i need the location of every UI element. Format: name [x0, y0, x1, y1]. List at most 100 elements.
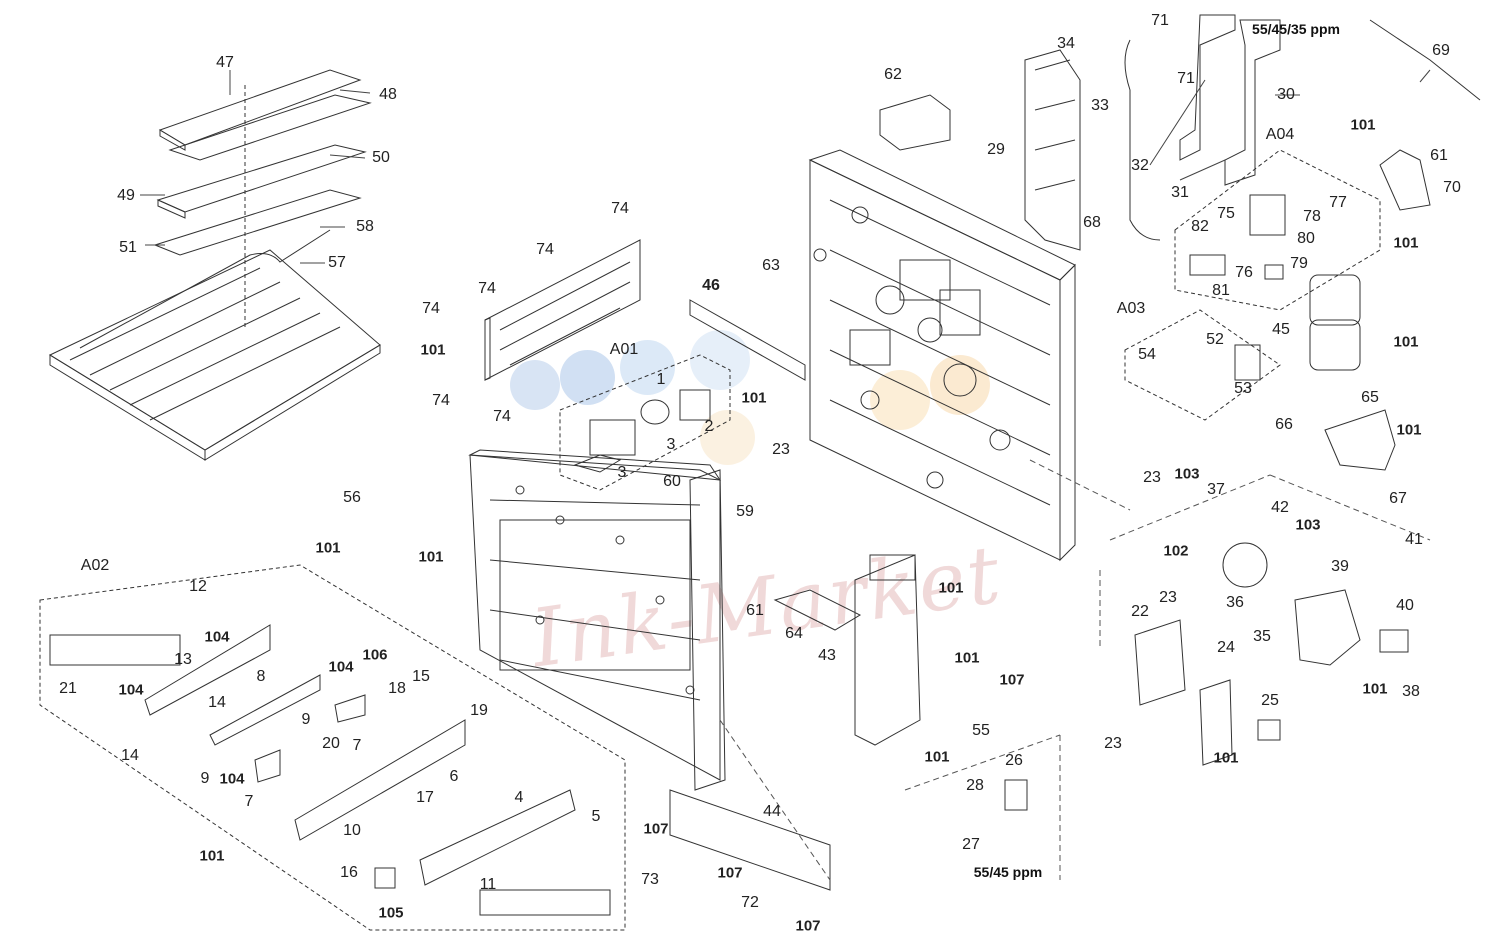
screw-label[interactable]: 101 [1350, 116, 1376, 134]
screw-label[interactable]: 101 [1213, 749, 1239, 767]
part-label[interactable]: 21 [59, 680, 77, 697]
screw-label[interactable]: 101 [199, 847, 225, 865]
screw-label[interactable]: 101 [420, 341, 446, 359]
part-label[interactable]: 23 [1143, 469, 1161, 486]
part-label[interactable]: 43 [818, 647, 836, 664]
screw-label[interactable]: 101 [741, 389, 767, 407]
part-label[interactable]: 58 [356, 218, 374, 235]
part-label[interactable]: 62 [884, 66, 902, 83]
screw-label[interactable]: 101 [418, 548, 444, 566]
part-label[interactable]: 18 [388, 680, 406, 697]
part-label[interactable]: 74 [422, 300, 440, 317]
part-label[interactable]: 17 [416, 789, 434, 806]
part-label[interactable]: 61 [1430, 147, 1448, 164]
part-label[interactable]: 44 [763, 803, 781, 820]
part-label[interactable]: 33 [1091, 97, 1109, 114]
part-label[interactable]: 23 [772, 441, 790, 458]
screw-label[interactable]: 102 [1163, 542, 1189, 560]
part-label[interactable]: 23 [1104, 735, 1122, 752]
part-label[interactable]: 60 [663, 473, 681, 490]
part-label[interactable]: 26 [1005, 752, 1023, 769]
part-label[interactable]: 61 [746, 602, 764, 619]
part-label[interactable]: 46 [702, 277, 720, 294]
part-label[interactable]: 12 [189, 578, 207, 595]
part-label[interactable]: 14 [208, 694, 226, 711]
part-label[interactable]: 74 [493, 408, 511, 425]
part-label[interactable]: 9 [200, 770, 210, 787]
part-label[interactable]: 57 [328, 254, 346, 271]
part-label[interactable]: 76 [1235, 264, 1253, 281]
part-label[interactable]: 80 [1297, 230, 1315, 247]
part-label[interactable]: 64 [785, 625, 803, 642]
part-label[interactable]: 79 [1290, 255, 1308, 272]
screw-label[interactable]: 107 [717, 864, 743, 882]
part-label[interactable]: 11 [479, 876, 497, 893]
part-label[interactable]: 23 [1159, 589, 1177, 606]
screw-label[interactable]: 101 [1393, 234, 1419, 252]
part-label[interactable]: 78 [1303, 208, 1321, 225]
screw-label[interactable]: 101 [954, 649, 980, 667]
screw-label[interactable]: 107 [643, 820, 669, 838]
part-label[interactable]: 2 [704, 418, 714, 435]
part-label[interactable]: 3 [666, 436, 676, 453]
part-label[interactable]: 13 [174, 651, 192, 668]
screw-label[interactable]: 101 [1362, 680, 1388, 698]
screw-label[interactable]: 104 [219, 770, 245, 788]
part-label[interactable]: 7 [352, 737, 362, 754]
part-label[interactable]: 71 [1151, 12, 1169, 29]
part-label[interactable]: 51 [119, 239, 137, 256]
part-label[interactable]: 70 [1443, 179, 1461, 196]
part-label[interactable]: 50 [372, 149, 390, 166]
screw-label[interactable]: 101 [1396, 421, 1422, 439]
screw-label[interactable]: 101 [924, 748, 950, 766]
part-label[interactable]: 28 [966, 777, 984, 794]
assembly-label-a02[interactable]: A02 [80, 557, 110, 574]
part-label[interactable]: 56 [343, 489, 361, 506]
part-label[interactable]: 22 [1131, 603, 1149, 620]
part-label[interactable]: 74 [536, 241, 554, 258]
part-label[interactable]: 77 [1329, 194, 1347, 211]
part-label[interactable]: 65 [1361, 389, 1379, 406]
part-label[interactable]: 45 [1272, 321, 1290, 338]
part-label[interactable]: 72 [741, 894, 759, 911]
part-label[interactable]: 9 [301, 711, 311, 728]
part-label[interactable]: 32 [1131, 157, 1149, 174]
screw-label[interactable]: 103 [1174, 465, 1200, 483]
part-label[interactable]: 42 [1271, 499, 1289, 516]
screw-label[interactable]: 107 [795, 917, 821, 935]
part-label[interactable]: 34 [1057, 35, 1075, 52]
part-label[interactable]: 67 [1389, 490, 1407, 507]
part-label[interactable]: 5 [591, 808, 601, 825]
part-label[interactable]: 35 [1253, 628, 1271, 645]
part-label[interactable]: 49 [117, 187, 135, 204]
part-label[interactable]: 55 [972, 722, 990, 739]
part-label[interactable]: 66 [1275, 416, 1293, 433]
part-label[interactable]: 20 [322, 735, 340, 752]
assembly-label-a03[interactable]: A03 [1116, 300, 1146, 317]
part-label[interactable]: 71 [1177, 70, 1195, 87]
screw-label[interactable]: 104 [204, 628, 230, 646]
part-label[interactable]: 59 [736, 503, 754, 520]
screw-label[interactable]: 101 [1393, 333, 1419, 351]
part-label[interactable]: 6 [449, 768, 459, 785]
part-label[interactable]: 8 [256, 668, 266, 685]
part-label[interactable]: 30 [1277, 86, 1295, 103]
part-label[interactable]: 16 [340, 864, 358, 881]
screw-label[interactable]: 104 [328, 658, 354, 676]
part-label[interactable]: 37 [1207, 481, 1225, 498]
part-label[interactable]: 38 [1402, 683, 1420, 700]
part-label[interactable]: 29 [987, 141, 1005, 158]
part-label[interactable]: 48 [379, 86, 397, 103]
screw-label[interactable]: 101 [938, 579, 964, 597]
part-label[interactable]: 41 [1405, 531, 1423, 548]
part-label[interactable]: 15 [412, 668, 430, 685]
part-label[interactable]: 73 [641, 871, 659, 888]
part-label[interactable]: 39 [1331, 558, 1349, 575]
part-label[interactable]: 4 [514, 789, 524, 806]
part-label[interactable]: 63 [762, 257, 780, 274]
assembly-label-a04[interactable]: A04 [1265, 126, 1295, 143]
part-label[interactable]: 36 [1226, 594, 1244, 611]
part-label[interactable]: 47 [216, 54, 234, 71]
screw-label[interactable]: 104 [118, 681, 144, 699]
part-label[interactable]: 19 [470, 702, 488, 719]
